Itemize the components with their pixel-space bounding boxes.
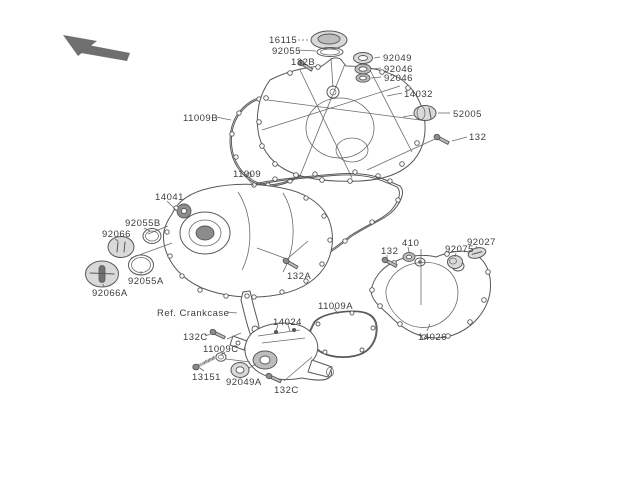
washer-92046-1-drawing xyxy=(354,63,372,75)
part-label-92055: 92055 xyxy=(272,46,301,57)
ref-crankcase-label: Ref. Crankcase xyxy=(157,308,229,319)
bolt-132-clutch-drawing xyxy=(432,132,451,146)
clutch-cover-14032-drawing xyxy=(256,57,426,184)
cap-92066-drawing xyxy=(107,236,135,258)
cover-bolt-holes xyxy=(164,182,333,300)
part-label-16115: 16115 xyxy=(269,35,297,46)
oring-92055-drawing xyxy=(316,47,344,57)
seal-92049A-drawing xyxy=(230,362,250,378)
part-label-92055A: 92055A xyxy=(128,276,164,287)
part-label-410: 410 xyxy=(402,238,419,249)
part-label-52005: 52005 xyxy=(453,109,482,120)
part-label-132B: 132B xyxy=(291,57,315,68)
part-label-132-clutch: 132 xyxy=(469,132,486,143)
collar-92027-drawing xyxy=(467,247,487,259)
part-label-92046-2: 92046 xyxy=(384,73,413,84)
bolt-132C-1-drawing xyxy=(208,327,227,341)
part-label-92066A: 92066A xyxy=(92,288,128,299)
part-label-92027: 92027 xyxy=(467,237,496,248)
washer-92049-drawing xyxy=(353,52,373,64)
gasket-11009A-drawing xyxy=(308,310,378,358)
part-label-92055B: 92055B xyxy=(125,218,161,229)
cap-alignment-line xyxy=(330,57,334,88)
part-label-11009A: 11009A xyxy=(318,301,353,312)
part-label-14026: 14026 xyxy=(418,332,447,343)
part-label-11009C: 11009C xyxy=(203,344,239,355)
generator-cover-14041-drawing xyxy=(162,182,333,300)
part-label-92049: 92049 xyxy=(383,53,412,64)
orientation-arrow-icon xyxy=(63,35,130,61)
middle-leader-lines xyxy=(102,177,309,288)
part-label-92046-1: 92046 xyxy=(384,64,413,75)
part-label-132C-1: 132C xyxy=(183,332,208,343)
water-pump-cover-14024-drawing xyxy=(244,322,334,381)
part-label-14032: 14032 xyxy=(404,89,433,100)
part-label-14041: 14041 xyxy=(155,192,184,203)
part-label-92075: 92075 xyxy=(445,244,474,255)
washer-92046-2-drawing xyxy=(355,73,371,83)
pump-leader-lines xyxy=(199,307,339,382)
bolt-13151-drawing xyxy=(192,355,217,371)
damper-92075-drawing xyxy=(447,255,463,269)
part-label-14024: 14024 xyxy=(273,317,302,328)
oil-filler-cap-16115-drawing xyxy=(310,30,348,50)
part-label-92066: 92066 xyxy=(102,229,131,240)
part-labels: 16115 92055 132B 92049 92046 92046 14032… xyxy=(92,35,496,396)
chain-cover-14026-drawing xyxy=(369,250,491,340)
chain-leader-lines xyxy=(386,245,478,332)
washer-410-drawing xyxy=(402,252,416,262)
top-leader-lines xyxy=(215,39,468,171)
part-label-11009B: 11009B xyxy=(183,113,218,124)
oring-92055B-drawing xyxy=(142,228,162,244)
part-label-92049A: 92049A xyxy=(226,377,262,388)
part-label-132-chain: 132 xyxy=(381,246,398,257)
part-label-132C-2: 132C xyxy=(274,385,299,396)
part-label-132A: 132A xyxy=(287,271,311,282)
plug-92066A-drawing xyxy=(85,260,119,288)
plug-52005-drawing xyxy=(413,105,437,121)
part-label-11009: 11009 xyxy=(233,169,261,180)
gasket-bolt-holes xyxy=(235,169,401,267)
part-label-13151: 13151 xyxy=(192,372,221,383)
